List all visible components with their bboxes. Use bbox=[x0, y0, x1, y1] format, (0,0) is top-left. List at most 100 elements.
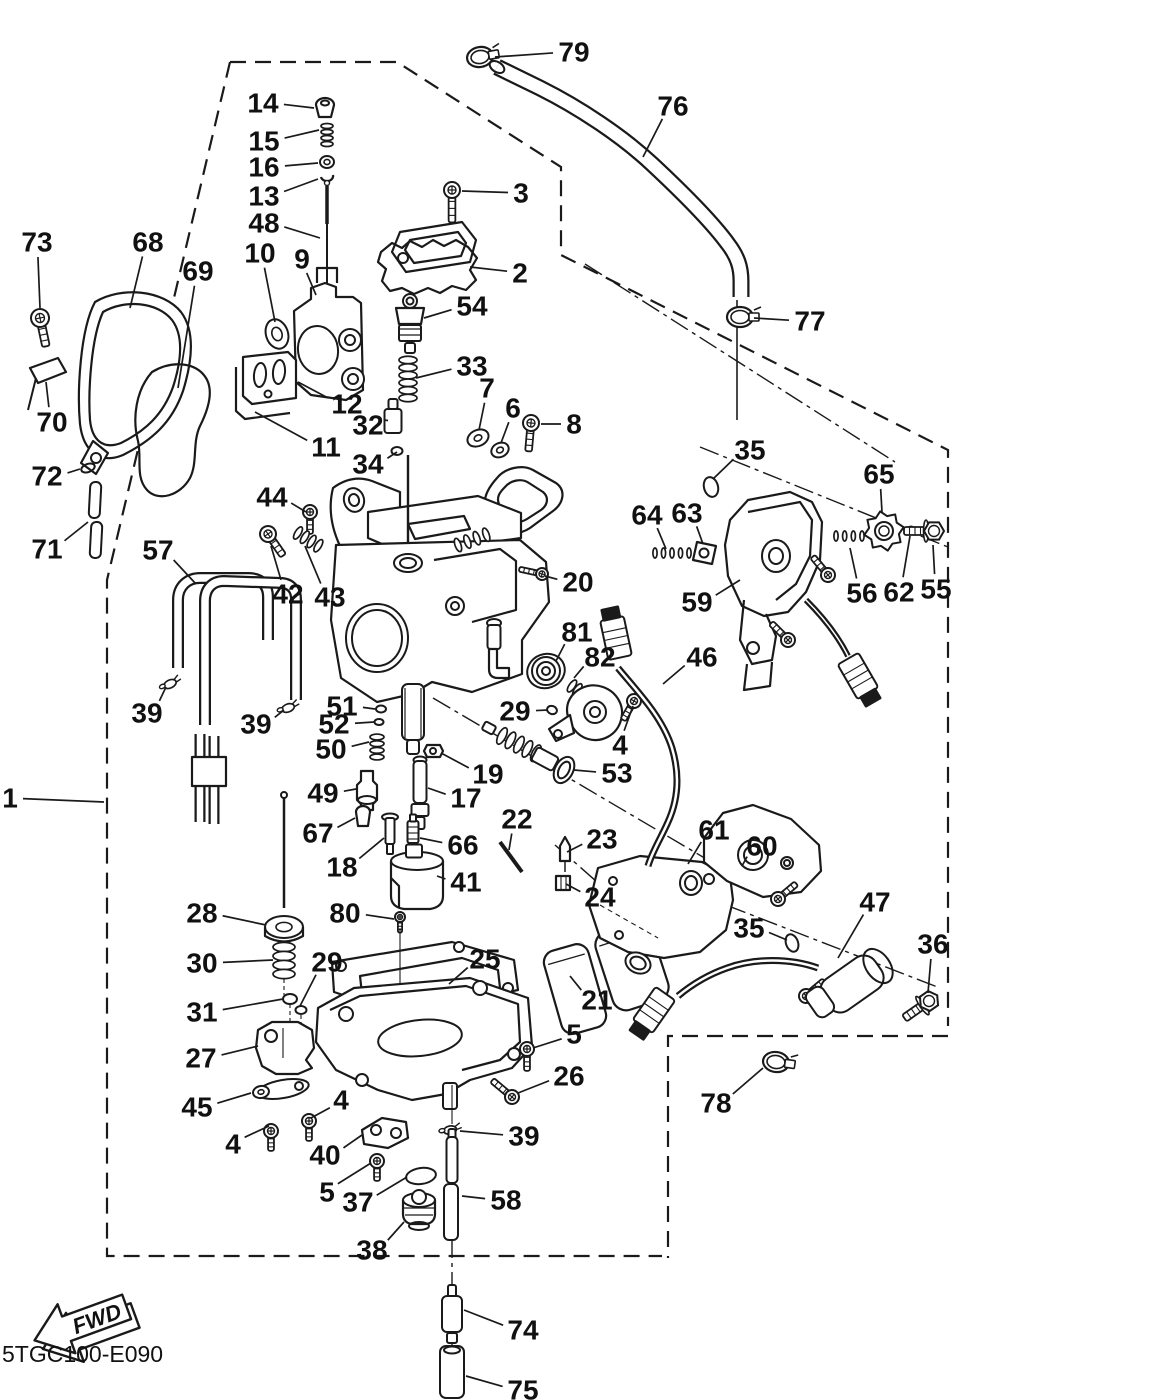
connector bbox=[837, 652, 882, 708]
leader-line bbox=[469, 266, 508, 273]
callout-31: 31 bbox=[186, 997, 217, 1028]
diagram-code: 5TGC100-E090 bbox=[2, 1341, 163, 1367]
callout-43: 43 bbox=[314, 582, 345, 613]
part-tube bbox=[486, 624, 502, 650]
part-outline bbox=[738, 599, 778, 666]
leader-line bbox=[535, 709, 549, 712]
callout-25: 25 bbox=[469, 944, 500, 975]
dashed-boundaries bbox=[105, 60, 950, 1258]
fwd-arrow-outline bbox=[33, 1293, 133, 1355]
spring-coil bbox=[398, 378, 418, 388]
leader-line bbox=[927, 958, 932, 994]
spring-coil bbox=[686, 547, 692, 559]
connector bbox=[628, 986, 676, 1041]
leader-line bbox=[297, 381, 329, 399]
callout-4: 4 bbox=[612, 730, 628, 761]
spring-coil bbox=[504, 731, 517, 750]
part-ellipse bbox=[393, 553, 423, 573]
leader-line bbox=[290, 502, 307, 513]
callout-74: 74 bbox=[507, 1315, 539, 1346]
callout-5: 5 bbox=[566, 1019, 582, 1050]
callout-59: 59 bbox=[681, 587, 712, 618]
part-circle bbox=[370, 1124, 382, 1136]
callout-39: 39 bbox=[240, 709, 271, 740]
spring-coil bbox=[369, 746, 385, 755]
wire-clip bbox=[276, 699, 300, 714]
leader-line bbox=[64, 521, 89, 542]
callout-67: 67 bbox=[302, 818, 333, 849]
part-ellipse bbox=[294, 1005, 308, 1015]
callout-16: 16 bbox=[248, 152, 279, 183]
part-outline bbox=[558, 835, 572, 863]
part-circle bbox=[429, 747, 437, 755]
callout-66: 66 bbox=[447, 830, 478, 861]
part-ellipse bbox=[399, 557, 417, 569]
part-tube bbox=[406, 739, 420, 755]
part-circle bbox=[453, 941, 465, 953]
part-ellipse bbox=[375, 704, 387, 714]
callout-52: 52 bbox=[318, 709, 349, 740]
spring-coil bbox=[320, 140, 334, 148]
screw bbox=[522, 414, 540, 453]
callout-30: 30 bbox=[186, 948, 217, 979]
part-circle bbox=[280, 791, 288, 799]
part-ellipse bbox=[862, 947, 894, 985]
spring-coil bbox=[859, 530, 865, 542]
leader-line bbox=[569, 975, 582, 991]
part-outline bbox=[263, 927, 305, 943]
leader-line bbox=[461, 1195, 486, 1200]
part-ellipse bbox=[351, 609, 403, 667]
leader-line bbox=[419, 837, 443, 844]
screw bbox=[810, 554, 836, 583]
washer-hole bbox=[473, 434, 483, 442]
part-ellipse bbox=[80, 462, 96, 474]
leader-line bbox=[387, 1221, 405, 1241]
leader-line bbox=[22, 797, 105, 803]
part-circle bbox=[338, 1006, 354, 1022]
leader-line bbox=[337, 817, 356, 829]
part-ellipse bbox=[629, 955, 647, 971]
washer-hole bbox=[257, 1088, 265, 1096]
callout-58: 58 bbox=[490, 1185, 521, 1216]
wire-clip bbox=[158, 674, 182, 690]
callout-41: 41 bbox=[450, 867, 481, 898]
screw bbox=[259, 525, 287, 558]
callout-21: 21 bbox=[581, 985, 612, 1016]
leader-line bbox=[662, 664, 686, 685]
part-tube bbox=[441, 1295, 463, 1333]
leader-line bbox=[263, 267, 276, 323]
callout-44: 44 bbox=[256, 482, 288, 513]
part-line bbox=[498, 840, 524, 874]
boundary-dashed bbox=[230, 60, 950, 1026]
spring-coil bbox=[306, 534, 317, 549]
part-outline bbox=[389, 861, 445, 911]
callout-36: 36 bbox=[917, 929, 948, 960]
spring-coil bbox=[512, 735, 526, 754]
part-ellipse bbox=[556, 760, 572, 780]
leader-line bbox=[932, 544, 936, 575]
part-circle bbox=[614, 930, 624, 940]
callout-76: 76 bbox=[657, 91, 688, 122]
callout-22: 22 bbox=[501, 804, 532, 835]
callout-46: 46 bbox=[686, 642, 717, 673]
callout-40: 40 bbox=[309, 1140, 340, 1171]
leader-line bbox=[222, 998, 284, 1011]
part-outline bbox=[134, 363, 211, 498]
part-outline bbox=[77, 291, 193, 460]
leader-line bbox=[656, 527, 667, 550]
callout-29: 29 bbox=[311, 947, 342, 978]
part-ellipse bbox=[390, 446, 404, 456]
callout-15: 15 bbox=[248, 126, 279, 157]
part-outline bbox=[355, 769, 379, 812]
callout-34: 34 bbox=[352, 449, 384, 480]
callout-82: 82 bbox=[584, 642, 615, 673]
leader-line bbox=[358, 837, 385, 860]
part-ellipse bbox=[443, 1345, 461, 1355]
callout-33: 33 bbox=[456, 351, 487, 382]
spring-coil bbox=[453, 537, 463, 553]
leader-line bbox=[902, 535, 911, 578]
callout-77: 77 bbox=[794, 306, 825, 337]
callout-73: 73 bbox=[21, 227, 52, 258]
callout-47: 47 bbox=[859, 887, 890, 918]
callout-55: 55 bbox=[920, 574, 951, 605]
